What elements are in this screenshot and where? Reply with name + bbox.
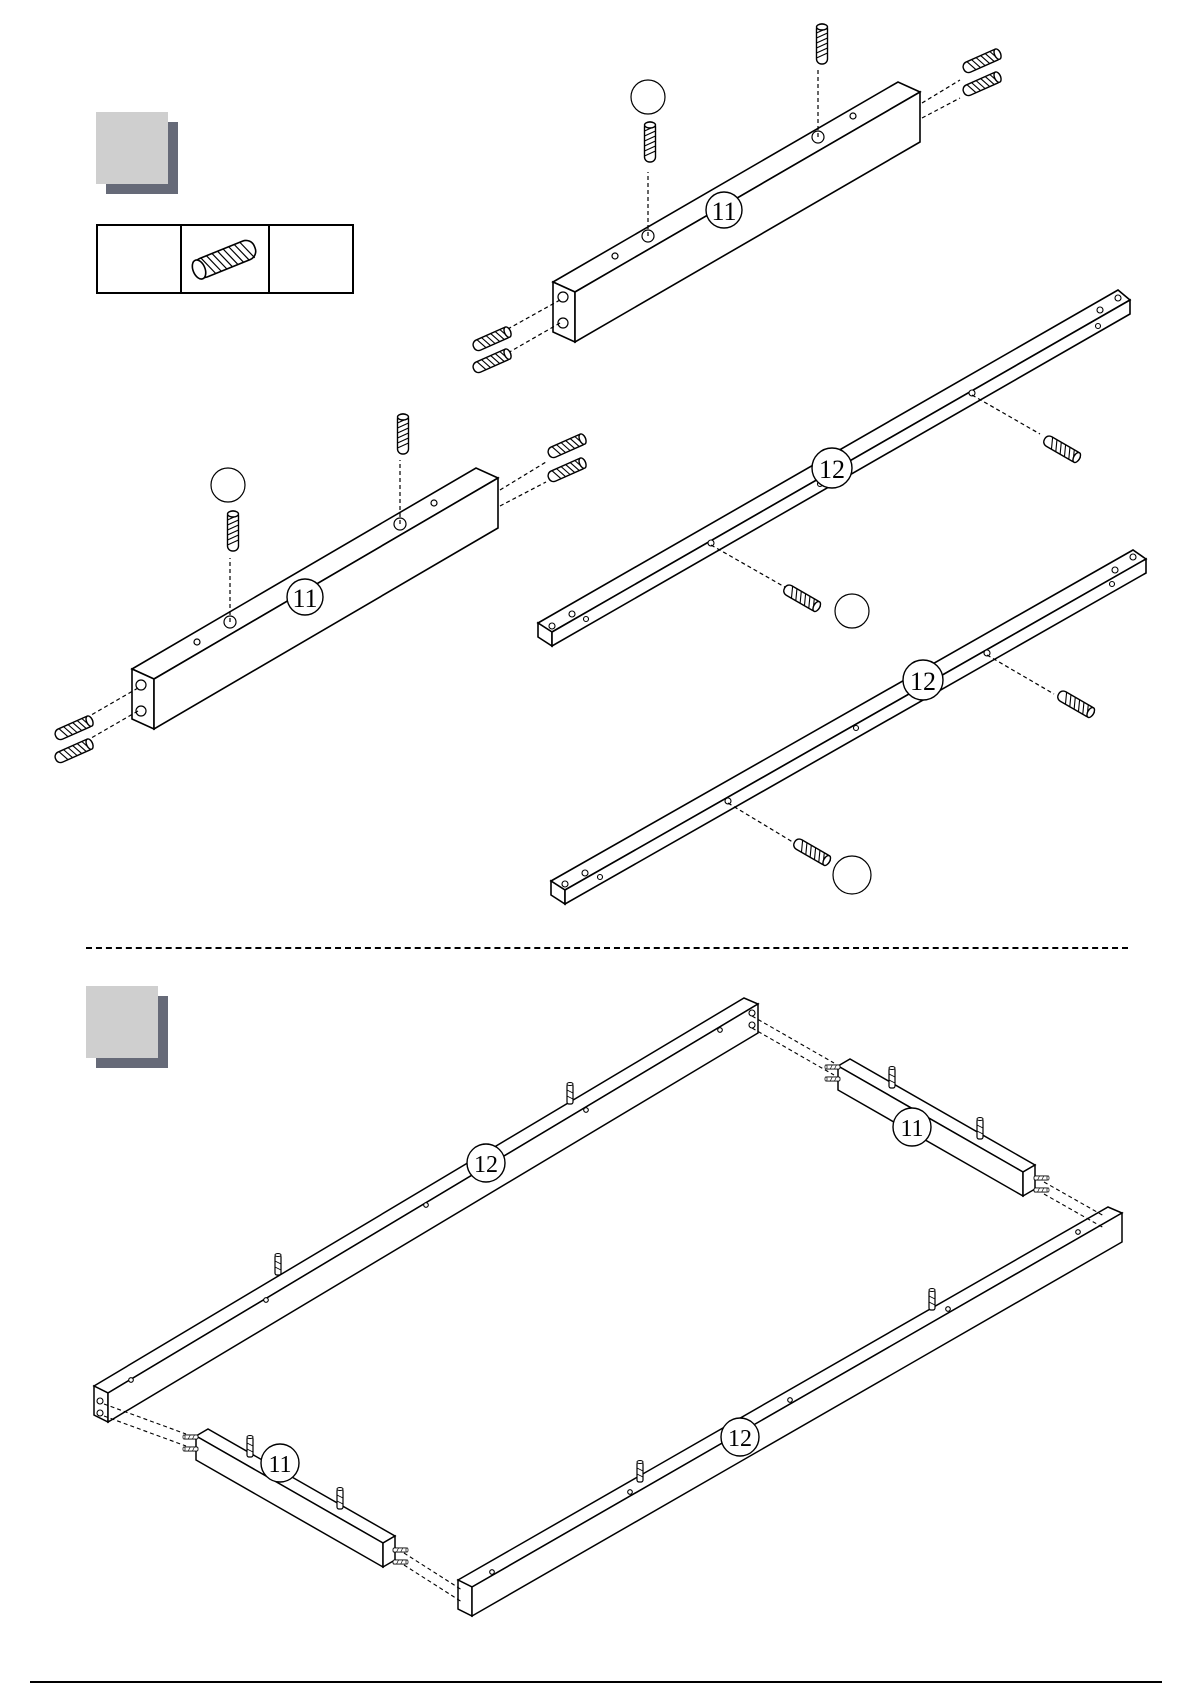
part-number: 12 — [474, 1152, 498, 1178]
part-callout-11-left: 11 — [261, 1444, 299, 1482]
frame-long-rail-front — [458, 1207, 1122, 1616]
part-callout-12-front: 12 — [721, 1418, 759, 1456]
part-callout-11-right: 11 — [893, 1108, 931, 1146]
frame-long-rail-back — [94, 998, 758, 1422]
frame-short-rail-right — [838, 1059, 1035, 1196]
part-callout-11-upper: 11 — [706, 192, 742, 228]
part-number: 11 — [711, 197, 736, 226]
part-callout-11-lower: 11 — [287, 579, 323, 615]
part-callout-12-upper: 12 — [812, 448, 852, 488]
part-number: 12 — [910, 667, 936, 696]
part-number: 11 — [268, 1452, 291, 1478]
part-callout-12-back: 12 — [467, 1144, 505, 1182]
part-number: 11 — [900, 1116, 923, 1142]
part-number: 12 — [728, 1426, 752, 1452]
frame-short-rail-left — [196, 1429, 395, 1567]
quantity-bubble — [211, 468, 245, 502]
quantity-bubble — [833, 856, 871, 894]
part-callout-12-lower: 12 — [903, 660, 943, 700]
part-number: 12 — [819, 455, 845, 484]
quantity-bubble — [631, 80, 665, 114]
part-number: 11 — [292, 584, 317, 613]
quantity-bubble — [835, 594, 869, 628]
frame-dowels-back-rail — [275, 1083, 573, 1276]
